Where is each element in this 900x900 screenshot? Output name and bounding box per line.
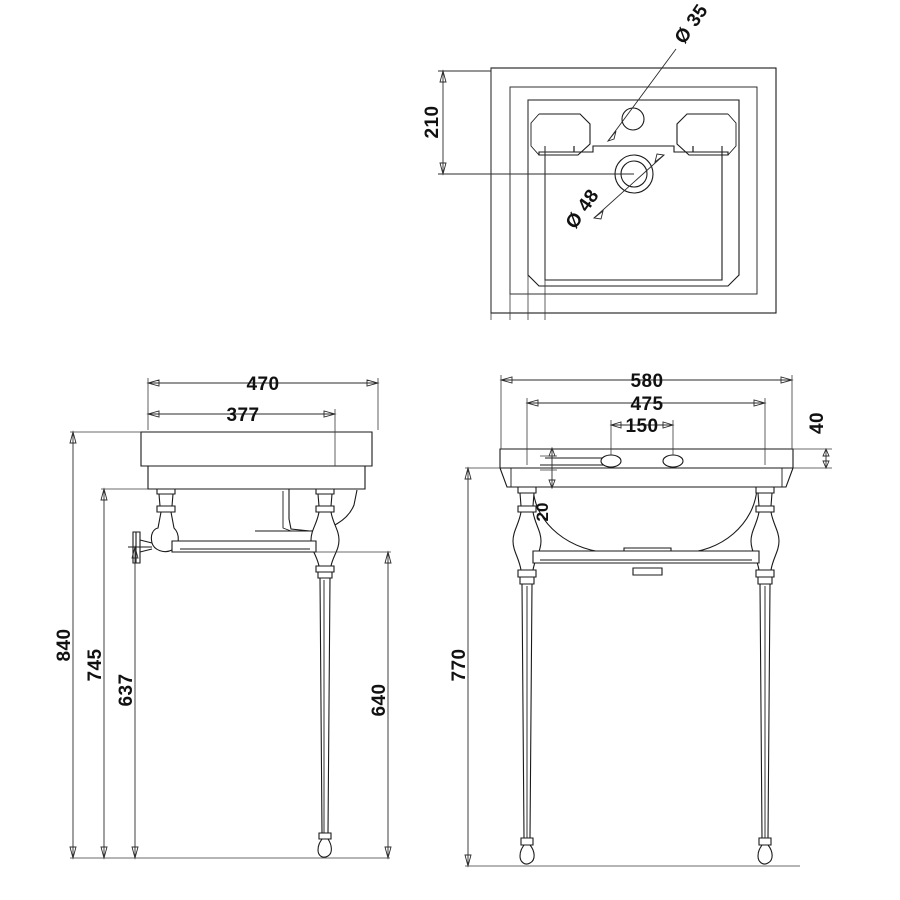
front-dim-770 xyxy=(464,466,800,868)
side-dim-377 xyxy=(146,409,337,466)
top-plan-view: Ø 35 Ø 48 210 xyxy=(422,1,777,320)
top-dim-210 xyxy=(438,68,634,320)
side-basin-body xyxy=(147,465,366,490)
dia-35-leader xyxy=(606,48,677,142)
front-dim-580 xyxy=(499,375,794,449)
top-dim-210-label: 210 xyxy=(422,106,443,139)
front-dim-580-label: 580 xyxy=(631,371,664,392)
front-right-leg xyxy=(750,486,780,865)
front-dim-770-label: 770 xyxy=(449,649,470,682)
front-cross-rail xyxy=(532,550,760,564)
front-dim-150 xyxy=(609,420,675,455)
dia-35-label: Ø 35 xyxy=(671,1,713,48)
side-cross-rail xyxy=(171,540,317,553)
side-dim-377-label: 377 xyxy=(227,405,260,426)
side-dim-840-label: 840 xyxy=(54,629,75,662)
front-basin-chamfer xyxy=(499,467,794,488)
front-dim-40-label: 40 xyxy=(807,412,828,434)
side-right-leg xyxy=(310,488,340,858)
side-dim-470-label: 470 xyxy=(247,374,280,395)
front-waste-stub xyxy=(632,567,663,576)
tap-hole-left-front xyxy=(600,454,622,468)
left-soap-ledge-inner xyxy=(530,113,540,156)
side-dim-840 xyxy=(69,430,390,860)
right-soap-ledge-inner xyxy=(727,113,737,156)
side-dim-745 xyxy=(100,487,148,860)
side-bowl-inner-line xyxy=(282,491,292,532)
front-elevation-view: 580 475 150 40 xyxy=(449,371,832,868)
side-elevation-view: 470 377 840 745 xyxy=(54,374,392,860)
left-soap-ledge xyxy=(538,113,591,156)
front-dim-20-label: 20 xyxy=(533,503,552,522)
right-soap-ledge xyxy=(676,113,729,156)
side-dim-640-label: 640 xyxy=(369,684,390,717)
central-deck-edge xyxy=(573,145,694,153)
front-dim-40 xyxy=(793,447,832,470)
tap-hole-circle xyxy=(621,107,645,131)
front-dim-475 xyxy=(525,398,767,465)
tap-hole-right-front xyxy=(662,454,684,468)
side-dim-637 xyxy=(131,545,139,860)
side-dim-637-label: 637 xyxy=(116,674,137,707)
front-left-leg xyxy=(512,486,542,865)
front-dim-20 xyxy=(540,446,557,490)
side-dim-745-label: 745 xyxy=(85,649,106,682)
side-dim-640 xyxy=(316,550,392,860)
front-dim-150-label: 150 xyxy=(626,416,659,437)
side-basin-rim xyxy=(140,431,373,467)
dia-48-leader xyxy=(592,153,666,220)
side-dim-470 xyxy=(146,378,380,430)
front-bowl-underside xyxy=(532,486,758,554)
front-dim-475-label: 475 xyxy=(631,394,664,415)
